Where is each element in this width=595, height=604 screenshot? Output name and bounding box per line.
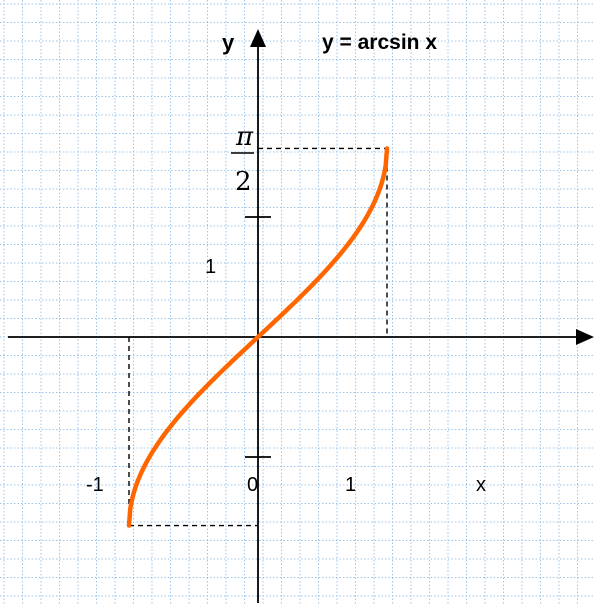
half-pi-numerator: π <box>235 122 254 152</box>
half-pi-denominator: 2 <box>235 167 252 197</box>
x-tick-label-0: 0 <box>247 474 258 496</box>
y-tick-label-1: 1 <box>205 256 216 278</box>
x-tick-label-neg1: -1 <box>86 474 104 496</box>
x-tick-label-1: 1 <box>345 474 356 496</box>
dashed-guides <box>128 147 388 527</box>
y-axis-arrow-icon <box>250 29 266 47</box>
arcsin-curve <box>126 146 390 528</box>
chart-title: y = arcsin x <box>322 31 437 54</box>
x-axis-label: x <box>476 474 486 496</box>
half-pi-label: π 2 <box>231 122 254 197</box>
curve-layer <box>126 146 390 528</box>
ticks <box>245 216 271 458</box>
x-axis-arrow-icon <box>576 329 594 345</box>
axes <box>8 29 594 603</box>
y-axis-label: y <box>222 30 235 55</box>
